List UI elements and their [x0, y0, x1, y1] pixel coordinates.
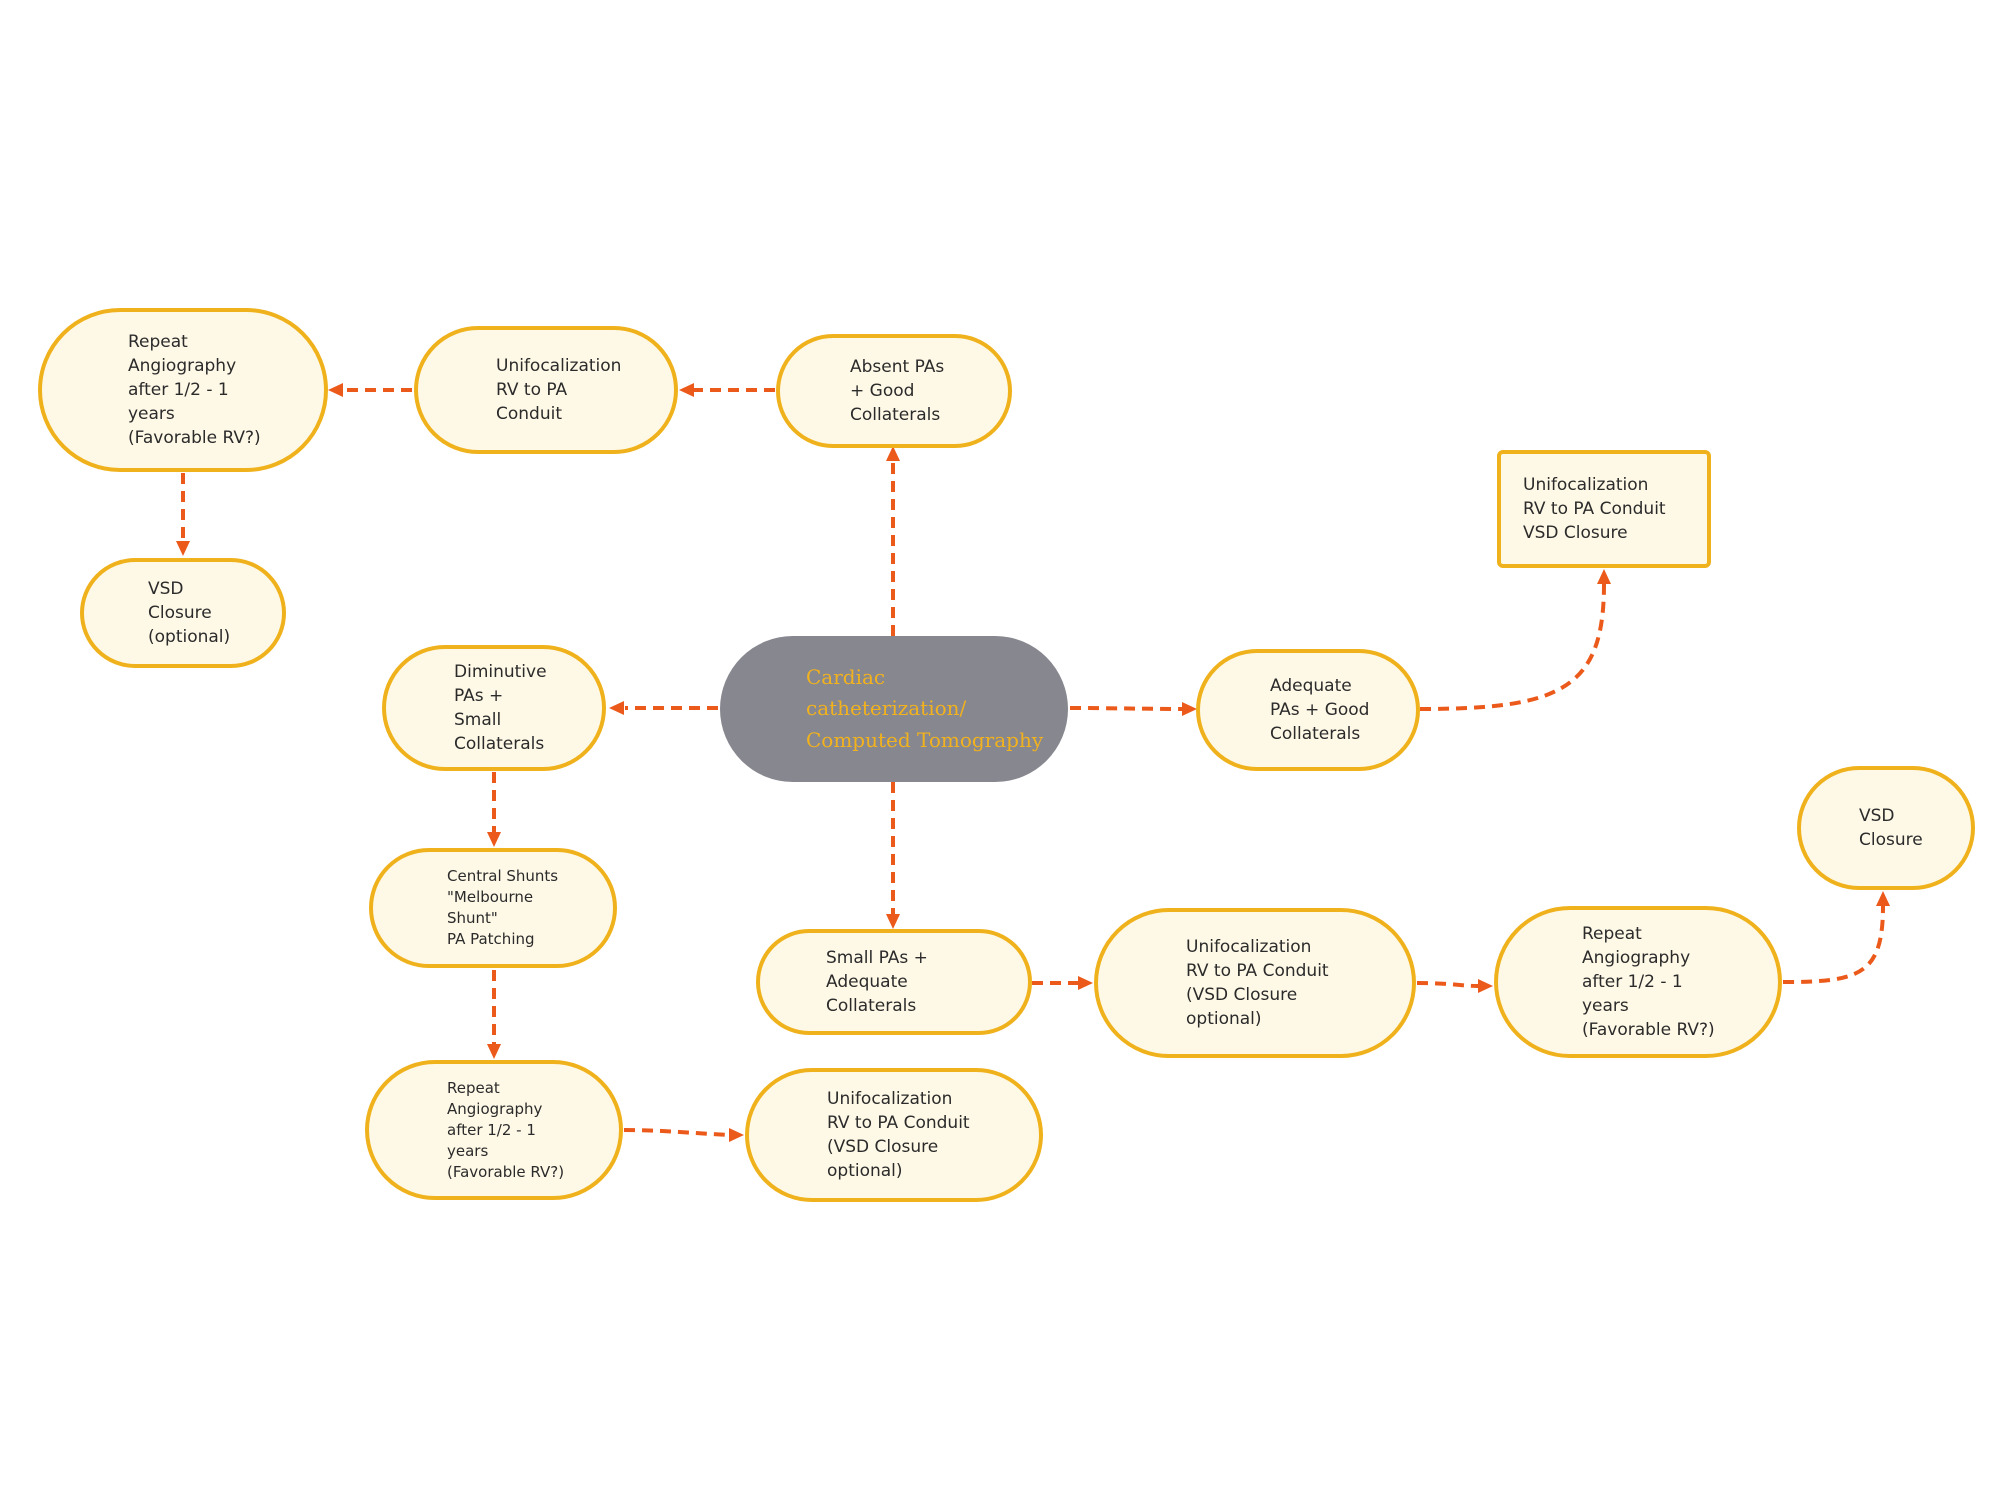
node-small-pas[interactable]: Small PAs + Adequate Collaterals [756, 929, 1032, 1035]
node-diminutive-pas[interactable]: Diminutive PAs + Small Collaterals [382, 645, 606, 771]
node-repeat-angiography-bottom[interactable]: Repeat Angiography after 1/2 - 1 years (… [365, 1060, 623, 1200]
edge-adequate-pas-to-unifocalization-vsd [1419, 583, 1606, 711]
edge-center-to-adequate-pas [1069, 706, 1183, 711]
node-label: Repeat Angiography after 1/2 - 1 years (… [1582, 923, 1715, 1041]
node-unifocalization-right[interactable]: Unifocalization RV to PA Conduit (VSD Cl… [1094, 908, 1416, 1058]
node-label: Adequate PAs + Good Collaterals [1270, 675, 1370, 745]
node-label: Small PAs + Adequate Collaterals [826, 947, 928, 1017]
node-vsd-closure-right[interactable]: VSD Closure [1797, 766, 1975, 890]
arrowhead-icon [609, 701, 624, 715]
arrowhead-icon [886, 914, 900, 929]
arrowhead-icon [1078, 976, 1093, 990]
node-label: Absent PAs + Good Collaterals [850, 356, 945, 426]
arrowhead-icon [679, 383, 694, 397]
node-label: Unifocalization RV to PA Conduit (VSD Cl… [1186, 936, 1329, 1030]
node-cardiac-catheterization[interactable]: Cardiac catheterization/ Computed Tomogr… [720, 636, 1068, 782]
arrowhead-icon [1478, 979, 1493, 993]
edge-repeat-angiography-right-to-vsd-closure-right [1782, 905, 1885, 984]
node-repeat-angiography-right[interactable]: Repeat Angiography after 1/2 - 1 years (… [1494, 906, 1782, 1058]
node-label: Unifocalization RV to PA Conduit (VSD Cl… [827, 1088, 970, 1182]
arrowhead-icon [176, 541, 190, 556]
arrowhead-icon [487, 1044, 501, 1059]
node-label: Unifocalization RV to PA Conduit VSD Clo… [1523, 474, 1666, 544]
arrowhead-icon [487, 832, 501, 847]
node-label: Central Shunts "Melbourne Shunt" PA Patc… [447, 867, 559, 948]
edge-repeat-angiography-bottom-to-unifocalization-bottom [623, 1128, 731, 1137]
node-label: Diminutive PAs + Small Collaterals [454, 661, 547, 755]
arrowhead-icon [729, 1128, 744, 1142]
node-absent-pas[interactable]: Absent PAs + Good Collaterals [776, 334, 1012, 448]
node-adequate-pas[interactable]: Adequate PAs + Good Collaterals [1196, 649, 1420, 771]
node-label: VSD Closure [1859, 805, 1923, 850]
edge-unifocalization-right-to-repeat-angiography-right [1416, 981, 1479, 988]
node-repeat-angiography-top[interactable]: Repeat Angiography after 1/2 - 1 years (… [38, 308, 328, 472]
node-label: Repeat Angiography after 1/2 - 1 years (… [447, 1078, 565, 1181]
node-label: Cardiac catheterization/ Computed Tomogr… [806, 664, 1044, 752]
node-label: Repeat Angiography after 1/2 - 1 years (… [128, 331, 261, 449]
arrowhead-icon [1182, 702, 1197, 716]
node-vsd-closure-optional[interactable]: VSD Closure (optional) [80, 558, 286, 668]
node-label: Unifocalization RV to PA Conduit [496, 355, 622, 425]
arrowhead-icon [886, 446, 900, 461]
node-unifocalization-top[interactable]: Unifocalization RV to PA Conduit [414, 326, 678, 454]
node-label: VSD Closure (optional) [148, 578, 231, 648]
node-unifocalization-bottom[interactable]: Unifocalization RV to PA Conduit (VSD Cl… [745, 1068, 1043, 1202]
arrowhead-icon [1597, 569, 1611, 584]
node-unifocalization-vsd-closure[interactable]: Unifocalization RV to PA Conduit VSD Clo… [1497, 450, 1711, 568]
arrowhead-icon [1876, 891, 1890, 906]
node-central-shunts[interactable]: Central Shunts "Melbourne Shunt" PA Patc… [369, 848, 617, 968]
arrowhead-icon [328, 383, 343, 397]
